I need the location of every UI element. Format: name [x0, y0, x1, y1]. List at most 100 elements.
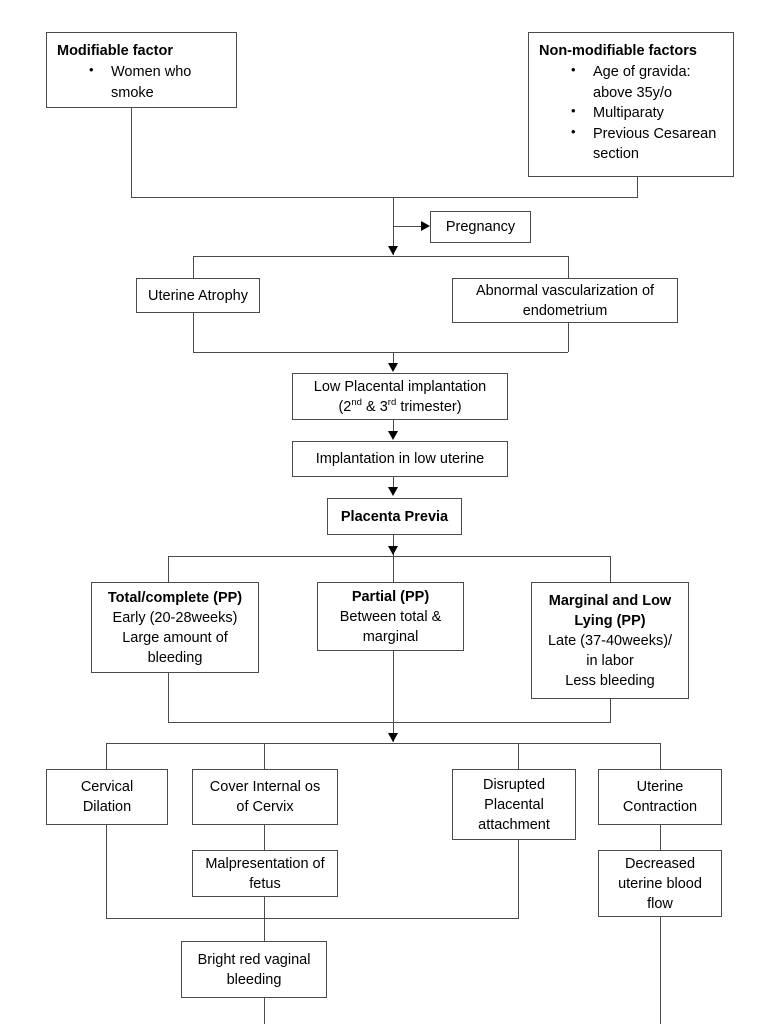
trimester-sup-2nd: nd: [351, 396, 362, 408]
marginal-line3: Less bleeding: [565, 672, 655, 689]
connector-types-mid-down: [393, 556, 394, 582]
node-marginal-low-lying-pp[interactable]: Marginal and Low Lying (PP) Late (37-40w…: [531, 582, 689, 699]
node-total-complete-pp[interactable]: Total/complete (PP) Early (20-28weeks) L…: [91, 582, 259, 673]
connector-bloodflow-down: [660, 917, 661, 1024]
connector-bleeding-down: [264, 998, 265, 1024]
trimester-close: trimester): [396, 398, 462, 415]
arrowhead-to-types-bar: [388, 546, 398, 555]
node-bright-red-vaginal-bleeding[interactable]: Bright red vaginal bleeding: [181, 941, 327, 998]
malpresentation-line1: Malpresentation of: [205, 855, 325, 872]
node-uterine-contraction[interactable]: Uterine Contraction: [598, 769, 722, 825]
connector-nonmodifiable-down: [637, 177, 638, 198]
total-complete-line3: bleeding: [147, 649, 203, 666]
total-complete-line2: Large amount of: [122, 629, 228, 646]
list-item: Previous Cesarean section: [571, 123, 723, 165]
total-complete-line1: Early (20-28weeks): [112, 609, 238, 626]
marginal-title-line2: Lying (PP): [574, 612, 646, 629]
marginal-line2: in labor: [586, 652, 634, 669]
node-pregnancy[interactable]: Pregnancy: [430, 211, 531, 243]
node-uterine-atrophy[interactable]: Uterine Atrophy: [136, 278, 260, 313]
partial-line1: Between total &: [339, 608, 442, 625]
disrupted-line2: Placental: [484, 796, 544, 813]
cover-internal-os-line2: of Cervix: [236, 799, 294, 815]
connector-modifiable-down: [131, 108, 132, 198]
cervical-dilation-line1: Cervical: [80, 779, 134, 795]
connector-types-left-down: [168, 556, 169, 582]
connector-effect-cervical-down: [106, 743, 107, 769]
uterine-atrophy-label: Uterine Atrophy: [148, 287, 248, 304]
arrowhead-to-effects-bar: [388, 733, 398, 742]
connector-to-pregnancy-branch: [393, 226, 422, 227]
implantation-low-uterine-label: Implantation in low uterine: [315, 451, 485, 467]
node-disrupted-placental-attachment[interactable]: Disrupted Placental attachment: [452, 769, 576, 840]
decreased-blood-flow-line2: uterine blood: [618, 875, 702, 892]
connector-factors-merge-bar: [131, 197, 638, 198]
arrowhead-to-previa: [388, 487, 398, 496]
node-non-modifiable-factors[interactable]: Non-modifiable factors Age of gravida: a…: [528, 32, 734, 177]
connector-lowimpl-to-implantation: [393, 420, 394, 438]
connector-types-right-down: [610, 556, 611, 582]
uterine-contraction-line2: Contraction: [622, 799, 698, 815]
node-abnormal-vascularization[interactable]: Abnormal vascularization of endometrium: [452, 278, 678, 323]
connector-bleeding-merge-bar: [106, 918, 519, 919]
connector-effect-uterinecontraction-down: [660, 743, 661, 769]
node-malpresentation-of-fetus[interactable]: Malpresentation of fetus: [192, 850, 338, 897]
modifiable-factor-heading: Modifiable factor: [57, 43, 174, 59]
connector-effect-cover-down: [264, 743, 265, 769]
abnormal-vascularization-line2: endometrium: [522, 302, 608, 319]
uterine-contraction-line1: Uterine: [636, 779, 684, 795]
connector-disrupted-down-long: [518, 840, 519, 918]
trimester-amp: & 3: [361, 398, 388, 415]
total-complete-title: Total/complete (PP): [107, 589, 243, 606]
node-modifiable-factor[interactable]: Modifiable factor Women who smoke: [46, 32, 237, 108]
node-decreased-uterine-blood-flow[interactable]: Decreased uterine blood flow: [598, 850, 722, 917]
decreased-blood-flow-line1: Decreased: [624, 855, 696, 872]
disrupted-line3: attachment: [478, 816, 550, 833]
node-implantation-in-low-uterine[interactable]: Implantation in low uterine: [292, 441, 508, 477]
connector-previa-down: [393, 535, 394, 556]
non-modifiable-factors-heading: Non-modifiable factors: [539, 43, 697, 59]
cover-internal-os-line1: Cover Internal os: [209, 779, 321, 795]
list-item: Age of gravida: above 35y/o: [571, 61, 723, 103]
list-item: Multiparaty: [571, 102, 723, 124]
connector-contraction-to-bloodflow: [660, 825, 661, 850]
partial-title: Partial (PP): [351, 588, 430, 605]
node-cervical-dilation[interactable]: Cervical Dilation: [46, 769, 168, 825]
bright-red-bleeding-line1: Bright red vaginal: [197, 951, 311, 968]
list-item: Women who smoke: [89, 61, 226, 103]
arrowhead-to-pregnancy: [421, 221, 430, 231]
node-cover-internal-os[interactable]: Cover Internal os of Cervix: [192, 769, 338, 825]
abnormal-vascularization-line1: Abnormal vascularization of: [475, 282, 655, 299]
node-low-placental-implantation[interactable]: Low Placental implantation (2nd & 3rd tr…: [292, 373, 508, 420]
connector-cover-to-malpresentation: [264, 825, 265, 850]
connector-effect-disrupted-down: [518, 743, 519, 769]
marginal-line1: Late (37-40weeks)/: [547, 632, 673, 649]
bright-red-bleeding-line2: bleeding: [226, 971, 282, 988]
connector-merge-to-low-implantation: [393, 352, 394, 370]
node-partial-pp[interactable]: Partial (PP) Between total & marginal: [317, 582, 464, 651]
arrowhead-to-implantation: [388, 431, 398, 440]
arrowhead-to-uterine-split: [388, 246, 398, 255]
connector-implantation-to-previa: [393, 477, 394, 494]
connector-uterine-split-bar: [193, 256, 568, 257]
disrupted-line1: Disrupted: [482, 776, 546, 793]
connector-effects-bar: [106, 743, 661, 744]
connector-cervical-down-long: [106, 825, 107, 918]
marginal-title-line1: Marginal and Low: [548, 592, 672, 609]
low-placental-implantation-line1: Low Placental implantation: [313, 378, 487, 395]
arrowhead-to-low-implantation: [388, 363, 398, 372]
trimester-open-paren: (2: [338, 398, 352, 415]
modifiable-factor-list: Women who smoke: [57, 61, 226, 103]
partial-line2: marginal: [362, 628, 419, 645]
non-modifiable-factors-list: Age of gravida: above 35y/o Multiparaty …: [539, 61, 723, 165]
trimester-sup-3rd: rd: [387, 396, 397, 408]
malpresentation-line2: fetus: [249, 875, 281, 892]
pregnancy-label: Pregnancy: [445, 219, 516, 235]
placenta-previa-label: Placenta Previa: [340, 508, 449, 525]
connector-types-bar: [168, 556, 611, 557]
node-placenta-previa[interactable]: Placenta Previa: [327, 498, 462, 535]
connector-marginal-down: [610, 699, 611, 722]
connector-partial-down: [393, 651, 394, 742]
connector-types-merge-bar: [168, 722, 611, 723]
